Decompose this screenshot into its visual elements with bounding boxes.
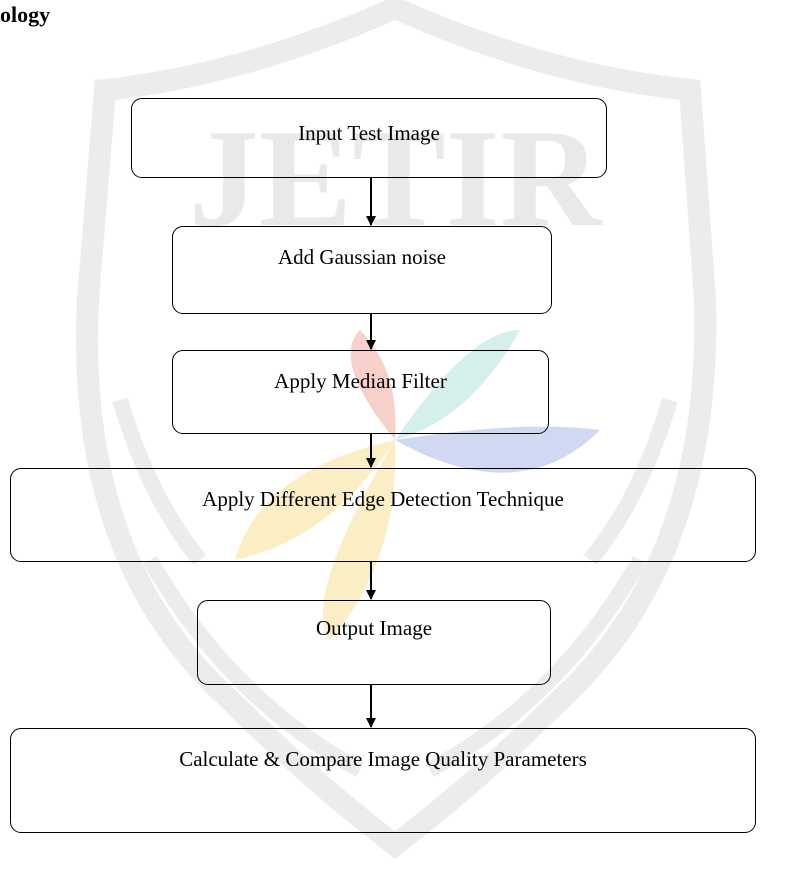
section-heading: ology [0, 2, 51, 27]
node-apply-median-filter: Apply Median Filter [172, 350, 549, 434]
node-calculate-compare: Calculate & Compare Image Quality Parame… [10, 728, 756, 833]
shield-outline [76, 0, 717, 859]
laurel-left [112, 397, 364, 778]
watermark-flower [235, 330, 600, 640]
watermark-text: JETIR [189, 101, 603, 256]
node-label: Apply Different Edge Detection Technique [202, 487, 564, 511]
node-label: Add Gaussian noise [278, 245, 446, 269]
laurel-right [426, 397, 678, 778]
node-label: Calculate & Compare Image Quality Parame… [179, 747, 587, 771]
node-label: Input Test Image [298, 121, 440, 145]
node-apply-edge-detection: Apply Different Edge Detection Technique [10, 468, 756, 562]
node-label: Output Image [315, 616, 433, 640]
node-add-gaussian-noise: Add Gaussian noise [172, 226, 552, 314]
node-label: Apply Median Filter [274, 369, 447, 393]
node-input-test-image: Input Test Image [131, 98, 607, 178]
node-output-image: Output Image [197, 600, 551, 685]
